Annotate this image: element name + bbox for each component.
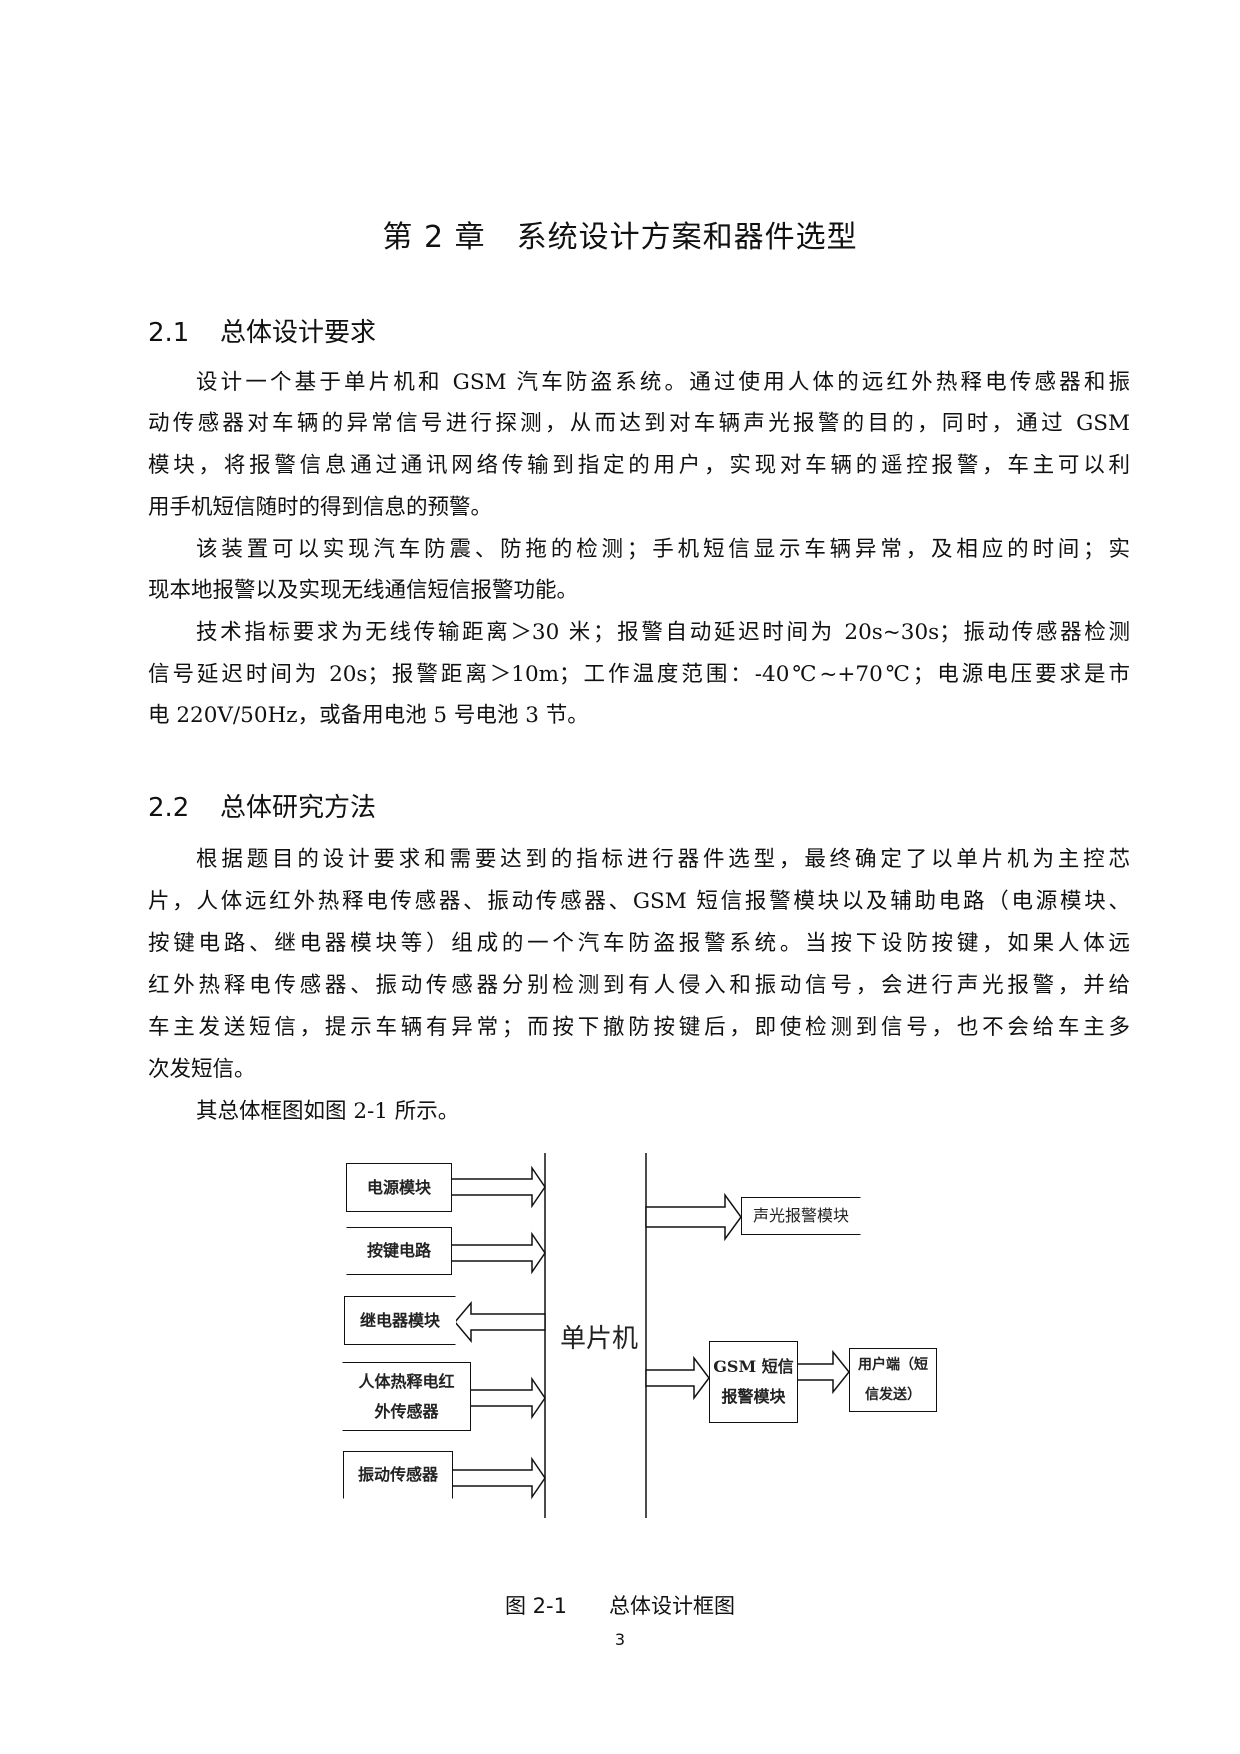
paragraph-line: 动传感器对车辆的异常信号进行探测，从而达到对车辆声光报警的目的，同时，通过 GS…	[148, 411, 1130, 436]
paragraph-line: 车主发送短信，提示车辆有异常；而按下撤防按键后，即使检测到信号，也不会给车主多	[148, 1015, 1130, 1040]
block-label-line: 外传感器	[374, 1401, 439, 1421]
arrow-mcu-to-alarm-icon	[645, 1192, 742, 1242]
block-label: 声光报警模块	[752, 1206, 849, 1225]
arrow-vibration-to-mcu-icon	[451, 1456, 546, 1500]
arrow-mcu-to-gsm-icon	[645, 1355, 710, 1401]
block-label: 继电器模块	[359, 1310, 440, 1330]
block-user-terminal: 用户端（短 信发送）	[849, 1348, 937, 1412]
paragraph-line: 信号延迟时间为 20s；报警距离＞10m；工作温度范围：-40℃~+70℃；电源…	[148, 662, 1130, 687]
block-key-circuit: 按键电路	[346, 1227, 452, 1275]
section-heading-2-1: 2.1 总体设计要求	[148, 312, 376, 349]
paragraph-line: 用手机短信随时的得到信息的预警。	[148, 495, 493, 520]
section-heading-2-2: 2.2 总体研究方法	[148, 787, 376, 824]
arrow-pir-to-mcu-icon	[469, 1376, 546, 1420]
arrow-keys-to-mcu-icon	[450, 1231, 546, 1275]
paragraph-line: 电 220V/50Hz，或备用电池 5 号电池 3 节。	[148, 703, 589, 728]
block-label-line: GSM 短信	[713, 1357, 794, 1376]
section-title: 总体研究方法	[220, 793, 377, 823]
paragraph-line: 技术指标要求为无线传输距离＞30 米；报警自动延迟时间为 20s~30s；振动传…	[196, 620, 1130, 645]
block-relay-module: 继电器模块	[344, 1296, 456, 1345]
paragraph-line: 根据题目的设计要求和需要达到的指标进行器件选型，最终确定了以单片机为主控芯	[196, 847, 1130, 872]
mcu-label: 单片机	[560, 1324, 639, 1354]
block-label: 按键电路	[366, 1241, 431, 1260]
arrow-power-to-mcu-icon	[450, 1165, 546, 1209]
block-vibration-sensor: 振动传感器	[343, 1451, 453, 1499]
block-power-module: 电源模块	[346, 1163, 452, 1212]
figure-caption: 图 2-1 总体设计框图	[505, 1594, 735, 1618]
page-number: 3	[614, 1630, 626, 1649]
paragraph-line: 按键电路、继电器模块等）组成的一个汽车防盗报警系统。当按下设防按键，如果人体远	[148, 931, 1130, 956]
block-label-line: 信发送）	[865, 1387, 921, 1403]
paragraph-line: 该装置可以实现汽车防震、防拖的检测；手机短信显示车辆异常，及相应的时间；实	[196, 537, 1130, 562]
block-label: 振动传感器	[357, 1465, 438, 1484]
arrow-gsm-to-user-icon	[796, 1349, 850, 1395]
paragraph-line: 红外热释电传感器、振动传感器分别检测到有人侵入和振动信号，会进行声光报警，并给	[148, 973, 1130, 998]
section-title: 总体设计要求	[220, 318, 377, 348]
paragraph-line: 其总体框图如图 2-1 所示。	[196, 1099, 460, 1124]
chapter-title: 第 2 章 系统设计方案和器件选型	[382, 220, 858, 255]
block-pir-sensor: 人体热释电红 外传感器	[342, 1362, 471, 1431]
section-number: 2.1	[148, 318, 190, 348]
block-gsm-sms-alarm: GSM 短信 报警模块	[709, 1341, 798, 1423]
arrow-mcu-to-relay-icon	[454, 1300, 546, 1344]
paragraph-line: 现本地报警以及实现无线通信短信报警功能。	[148, 578, 579, 603]
block-sound-light-alarm: 声光报警模块	[741, 1197, 861, 1235]
paragraph-line: 模块，将报警信息通过通讯网络传输到指定的用户，实现对车辆的遥控报警，车主可以利	[148, 453, 1130, 478]
paragraph-line: 次发短信。	[148, 1057, 256, 1082]
block-label: 电源模块	[366, 1177, 431, 1197]
section-number: 2.2	[148, 793, 190, 823]
block-label-line: 人体热释电红	[358, 1371, 455, 1391]
block-label-line: 用户端（短	[858, 1357, 928, 1373]
paragraph-line: 设计一个基于单片机和 GSM 汽车防盗系统。通过使用人体的远红外热释电传感器和振	[196, 370, 1130, 395]
block-label-line: 报警模块	[721, 1387, 786, 1406]
paragraph-line: 片，人体远红外热释电传感器、振动传感器、GSM 短信报警模块以及辅助电路（电源模…	[148, 889, 1130, 914]
